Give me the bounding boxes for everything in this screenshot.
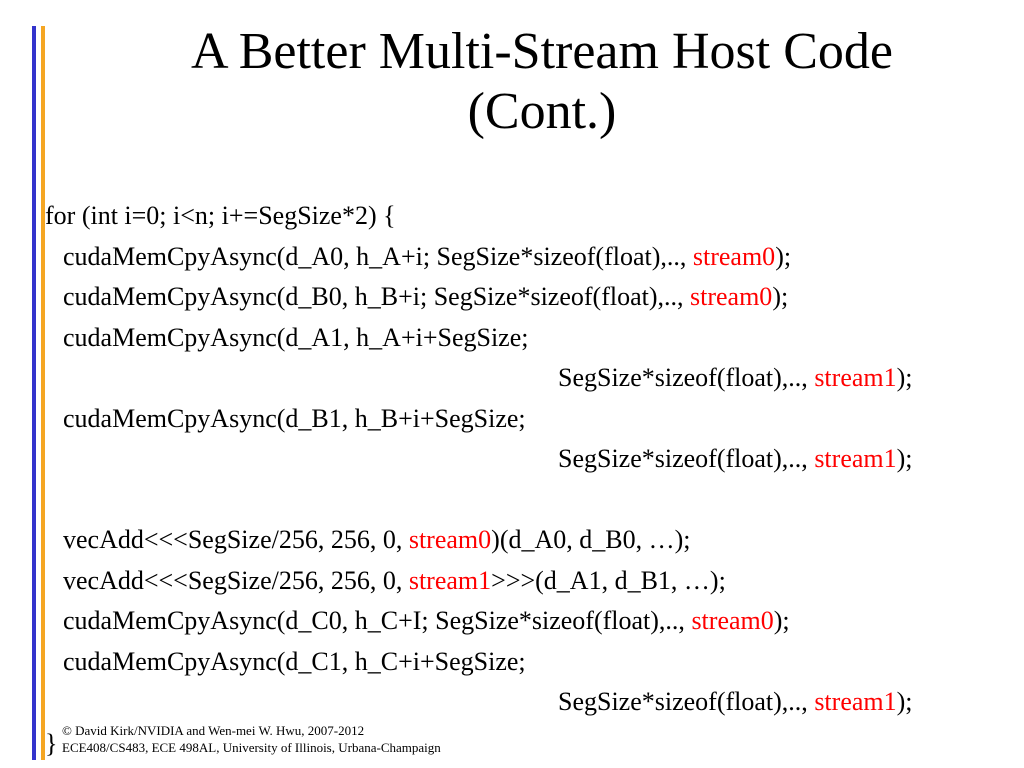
- code-text: SegSize*sizeof(float),..,: [558, 444, 815, 473]
- code-text: cudaMemCpyAsync(d_A0, h_A+i; SegSize*siz…: [63, 241, 693, 271]
- slide-title: A Better Multi-Stream Host Code (Cont.): [60, 22, 1024, 142]
- code-line-memcpy-c1: cudaMemCpyAsync(d_C1, h_C+i+SegSize;: [45, 642, 1020, 683]
- code-text: )(d_A0, d_B0, …);: [491, 525, 691, 554]
- left-accent-bar-orange: [41, 26, 45, 760]
- code-line-blank: [45, 480, 1020, 521]
- closing-brace: }: [45, 729, 58, 758]
- code-line-memcpy-c1-cont: SegSize*sizeof(float),.., stream1);: [45, 682, 1020, 723]
- code-text: cudaMemCpyAsync(d_B1, h_B+i+SegSize;: [63, 403, 526, 433]
- code-block: for (int i=0; i<n; i+=SegSize*2) { cudaM…: [45, 196, 1020, 723]
- left-accent-bar-blue: [32, 26, 36, 760]
- stream-keyword: stream0: [692, 241, 776, 271]
- code-line-memcpy-a0: cudaMemCpyAsync(d_A0, h_A+i; SegSize*siz…: [45, 237, 1020, 278]
- stream-keyword: stream1: [408, 565, 492, 595]
- stream-keyword: stream1: [814, 363, 897, 392]
- code-text: cudaMemCpyAsync(d_A1, h_A+i+SegSize;: [63, 322, 529, 352]
- code-line-vecadd-1: vecAdd<<<SegSize/256, 256, 0, stream1>>>…: [45, 561, 1020, 602]
- code-text: >>>(d_A1, d_B1, …);: [491, 565, 726, 595]
- code-line-memcpy-a1-cont: SegSize*sizeof(float),.., stream1);: [45, 358, 1020, 399]
- stream-keyword: stream0: [691, 606, 774, 635]
- stream-keyword: stream0: [408, 525, 492, 554]
- code-line-memcpy-b1: cudaMemCpyAsync(d_B1, h_B+i+SegSize;: [45, 399, 1020, 440]
- code-line-memcpy-b1-cont: SegSize*sizeof(float),.., stream1);: [45, 439, 1020, 480]
- code-text: cudaMemCpyAsync(d_C1, h_C+i+SegSize;: [63, 646, 526, 676]
- code-text: );: [775, 241, 792, 271]
- code-text: );: [896, 444, 913, 473]
- code-line-memcpy-b0: cudaMemCpyAsync(d_B0, h_B+i; SegSize*siz…: [45, 277, 1020, 318]
- code-text: );: [896, 687, 913, 716]
- slide-footer: © David Kirk/NVIDIA and Wen-mei W. Hwu, …: [62, 722, 441, 756]
- footer-copyright: © David Kirk/NVIDIA and Wen-mei W. Hwu, …: [62, 723, 365, 738]
- code-text: vecAdd<<<SegSize/256, 256, 0,: [63, 565, 409, 595]
- code-text: for (int i=0; i<n; i+=SegSize*2) {: [45, 201, 396, 230]
- stream-keyword: stream1: [814, 687, 897, 716]
- code-text: );: [772, 282, 789, 311]
- code-text: SegSize*sizeof(float),..,: [558, 363, 815, 392]
- code-line-memcpy-c0: cudaMemCpyAsync(d_C0, h_C+I; SegSize*siz…: [45, 601, 1020, 642]
- footer-course: ECE408/CS483, ECE 498AL, University of I…: [62, 740, 441, 755]
- code-line-for-loop: for (int i=0; i<n; i+=SegSize*2) {: [45, 196, 1020, 237]
- title-line-1: A Better Multi-Stream Host Code: [191, 23, 893, 80]
- code-line-vecadd-0: vecAdd<<<SegSize/256, 256, 0, stream0)(d…: [45, 520, 1020, 561]
- title-line-2: (Cont.): [467, 83, 617, 140]
- code-text: cudaMemCpyAsync(d_B0, h_B+i; SegSize*siz…: [63, 282, 690, 311]
- code-text: SegSize*sizeof(float),..,: [558, 687, 815, 716]
- stream-keyword: stream1: [814, 444, 897, 473]
- code-text: );: [773, 606, 790, 635]
- code-text: );: [896, 363, 913, 392]
- code-text: cudaMemCpyAsync(d_C0, h_C+I; SegSize*siz…: [63, 606, 692, 635]
- stream-keyword: stream0: [690, 282, 773, 311]
- code-line-memcpy-a1: cudaMemCpyAsync(d_A1, h_A+i+SegSize;: [45, 318, 1020, 359]
- code-text: vecAdd<<<SegSize/256, 256, 0,: [63, 525, 409, 554]
